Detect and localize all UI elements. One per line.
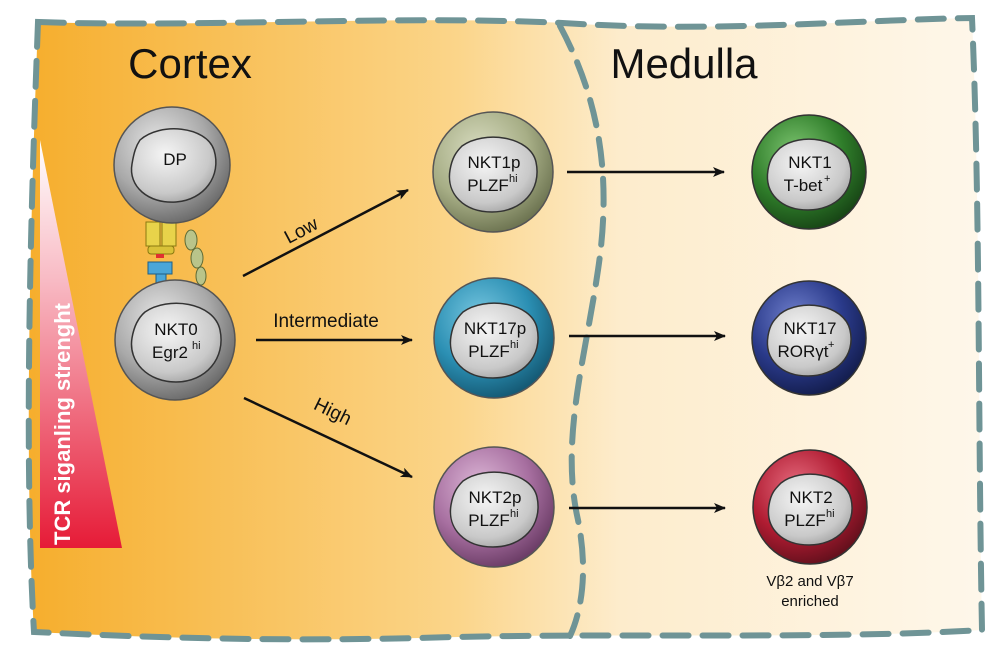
cell-nkt17-sup: +	[828, 339, 834, 351]
note-line2: enriched	[781, 593, 839, 610]
label-intermediate: Intermediate	[273, 311, 379, 332]
cell-nkt0-sup: hi	[192, 340, 201, 352]
medulla-title: Medulla	[610, 40, 758, 87]
cell-dp: DP	[113, 106, 231, 224]
cell-nkt17p-line1: NKT17p	[464, 319, 526, 338]
cell-nkt1p-line1: NKT1p	[468, 153, 521, 172]
cell-nkt17-line2: RORγt	[778, 342, 829, 361]
cell-nkt0-line1: NKT0	[154, 320, 197, 339]
cell-nkt1p-line2: PLZF	[467, 176, 509, 195]
cell-nkt2p-line1: NKT2p	[469, 488, 522, 507]
arrow-low	[242, 188, 409, 278]
outer-dashed-border	[25, 14, 986, 643]
cell-nkt2-line2: PLZF	[784, 511, 826, 530]
tcr-gradient-wedge	[40, 140, 122, 548]
cell-nkt2-line1: NKT2	[789, 488, 832, 507]
cell-nkt1: NKT1 T-bet +	[751, 114, 867, 230]
cell-nkt17p-sup: hi	[510, 339, 519, 351]
cell-nkt1-sup: +	[824, 173, 830, 185]
cell-nkt1p-sup: hi	[509, 173, 518, 185]
cortex-medulla-boundary	[557, 23, 607, 639]
cell-nkt2p: NKT2p PLZF hi	[433, 446, 555, 568]
cell-dp-label: DP	[163, 150, 187, 169]
cell-nkt0-line2: Egr2	[152, 343, 188, 362]
cell-nkt0: NKT0 Egr2 hi	[114, 279, 236, 401]
tcr-receptor-complex-icon	[145, 217, 207, 297]
cell-nkt2p-line2: PLZF	[468, 511, 510, 530]
tcr-signaling-label: TCR siganling strenght	[50, 302, 75, 545]
cell-nkt2-sup: hi	[826, 508, 835, 520]
cell-nkt1p: NKT1p PLZF hi	[432, 111, 554, 233]
cell-nkt17: NKT17 RORγt +	[751, 280, 867, 396]
cell-nkt2: NKT2 PLZF hi	[752, 449, 868, 565]
cell-nkt17-line1: NKT17	[784, 319, 837, 338]
note-line1: Vβ2 and Vβ7	[766, 573, 853, 590]
cortex-title: Cortex	[128, 40, 252, 87]
cell-nkt17p-line2: PLZF	[468, 342, 510, 361]
cell-nkt1-line1: NKT1	[788, 153, 831, 172]
arrow-high	[243, 396, 413, 479]
cell-nkt17p: NKT17p PLZF hi	[433, 277, 555, 399]
cell-nkt2p-sup: hi	[510, 508, 519, 520]
cell-nkt1-line2: T-bet	[784, 176, 823, 195]
